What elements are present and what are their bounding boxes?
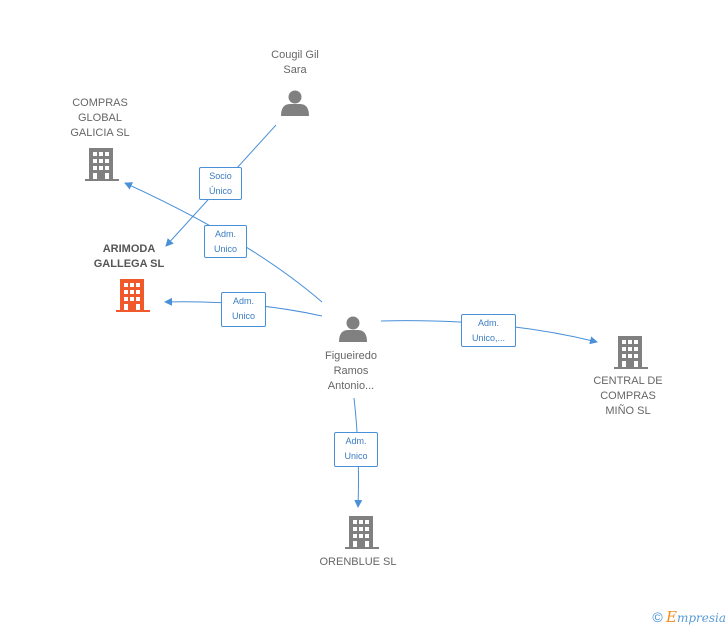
node-label-orenblue[interactable]: ORENBLUE SL: [319, 556, 397, 568]
edge-label-socio-unico[interactable]: Socio Único: [199, 167, 242, 200]
node-label-cougil[interactable]: Cougil Gil Sara: [271, 49, 319, 76]
edge-label-adm-unico-arimoda[interactable]: Adm. Unico: [221, 292, 266, 327]
node-label-figueiredo[interactable]: Figueiredo Ramos Antonio...: [325, 350, 377, 392]
edge-label-adm-unico-compras[interactable]: Adm. Unico: [204, 225, 247, 258]
edge-label-adm-unico-orenblue[interactable]: Adm. Unico: [334, 432, 378, 467]
person-icon-figueiredo[interactable]: [339, 316, 367, 343]
building-icon-central[interactable]: [614, 336, 648, 369]
building-icon-compras-global[interactable]: [85, 148, 119, 181]
person-icon-cougil[interactable]: [281, 90, 309, 117]
node-label-compras-global[interactable]: COMPRAS GLOBAL GALICIA SL: [70, 97, 130, 139]
building-icon-orenblue[interactable]: [345, 516, 379, 549]
node-label-central[interactable]: CENTRAL DE COMPRAS MIÑO SL: [593, 375, 663, 417]
copyright-icon: ©: [652, 609, 663, 625]
brand-logo-initial: E: [665, 608, 677, 626]
node-label-arimoda[interactable]: ARIMODA GALLEGA SL: [93, 243, 165, 270]
brand-logo-text: mpresia: [676, 611, 726, 625]
edge-label-adm-unico-central[interactable]: Adm. Unico,...: [461, 314, 516, 347]
building-icon-arimoda[interactable]: [116, 279, 150, 312]
footer-credit: © Empresia: [652, 608, 726, 626]
